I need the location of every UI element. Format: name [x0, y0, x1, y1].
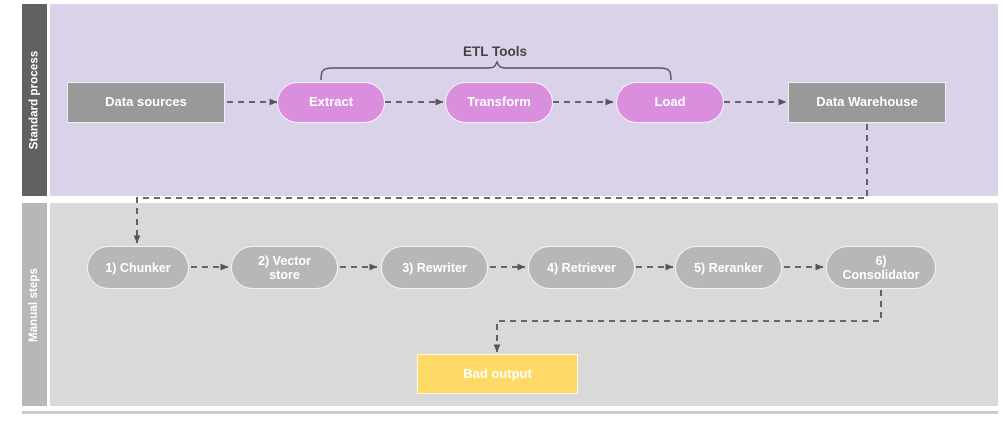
lane-standard-process-label: Standard process — [28, 50, 41, 150]
node-transform[interactable]: Transform — [445, 82, 553, 123]
etl-tools-label: ETL Tools — [463, 44, 527, 59]
node-retriever-label: 4) Retriever — [547, 260, 616, 275]
node-extract-label: Extract — [308, 94, 354, 110]
node-retriever[interactable]: 4) Retriever — [528, 246, 635, 289]
node-load-label: Load — [654, 94, 686, 110]
node-reranker[interactable]: 5) Reranker — [675, 246, 782, 289]
node-data-warehouse-label: Data Warehouse — [816, 94, 918, 110]
node-data-sources[interactable]: Data sources — [67, 82, 225, 123]
node-reranker-label: 5) Reranker — [694, 260, 763, 275]
lane-standard-process-header: Standard process — [22, 4, 47, 196]
node-transform-label: Transform — [467, 94, 531, 110]
node-vector-store-label: 2) Vector store — [258, 253, 311, 282]
node-data-sources-label: Data sources — [105, 94, 187, 110]
node-vector-store[interactable]: 2) Vector store — [231, 246, 338, 289]
node-consolidator-label: 6) Consolidator — [842, 253, 920, 282]
node-data-warehouse[interactable]: Data Warehouse — [788, 82, 946, 123]
lane-manual-steps-label: Manual steps — [28, 267, 41, 342]
node-chunker-label: 1) Chunker — [105, 260, 171, 275]
node-rewriter-label: 3) Rewriter — [402, 260, 467, 275]
node-bad-output[interactable]: Bad output — [417, 354, 578, 394]
node-chunker[interactable]: 1) Chunker — [87, 246, 189, 289]
node-consolidator[interactable]: 6) Consolidator — [826, 246, 936, 289]
lane-manual-steps-header: Manual steps — [22, 203, 47, 406]
bottom-divider — [22, 411, 998, 414]
node-extract[interactable]: Extract — [277, 82, 385, 123]
node-load[interactable]: Load — [616, 82, 724, 123]
node-bad-output-label: Bad output — [463, 365, 532, 381]
node-rewriter[interactable]: 3) Rewriter — [381, 246, 488, 289]
